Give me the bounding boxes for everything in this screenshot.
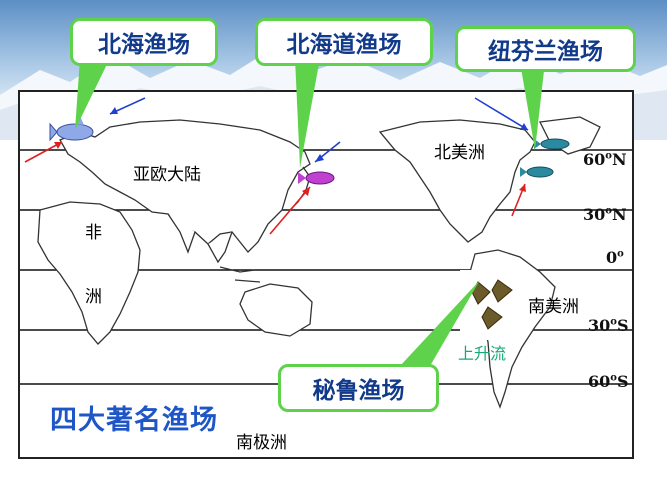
lat-label-equator: 0o [606,248,624,267]
blue-fish-icon [520,138,570,178]
label-north-america: 北美洲 [434,143,485,163]
label-south-america: 南美洲 [528,297,579,317]
warm-current-kuroshio [269,186,311,235]
ocean-currents [24,97,529,235]
callout-north-sea: 北海渔场 [70,18,218,66]
lat-label-30s: 30oS [588,316,629,335]
eurasia-outline [59,119,311,253]
label-antarctica: 南极洲 [236,433,287,453]
label-upwelling: 上升流 [458,344,507,363]
angelfish-icon [460,270,522,340]
label-africa-bottom: 洲 [85,287,102,307]
cold-current-labrador [474,97,529,131]
indonesia-outline [219,266,261,283]
lat-label-60n: 60oN [583,150,627,169]
label-eurasia: 亚欧大陆 [133,165,201,185]
world-map [18,90,634,459]
leader-newfoundland [520,62,545,150]
australia-outline [239,283,313,337]
callout-newfoundland: 纽芬兰渔场 [455,26,636,72]
leader-north-sea [75,58,110,130]
south-asia-outline [167,213,233,264]
page-title: 四大著名渔场 [50,405,218,436]
leader-peru [400,280,480,366]
warm-current-north-atlantic [24,141,63,163]
callout-hokkaido: 北海道渔场 [255,18,433,66]
callout-peru: 秘鲁渔场 [278,364,439,412]
leader-hokkaido [295,58,320,168]
fish-icons [49,116,570,340]
purple-fish-icon [298,171,335,185]
lat-label-60s: 60oS [588,372,629,391]
lat-label-30n: 30oN [583,205,627,224]
map-lines [20,97,632,409]
label-africa-top: 非 [85,223,102,243]
africa-outline [37,201,141,345]
north-america-outline [378,119,536,243]
